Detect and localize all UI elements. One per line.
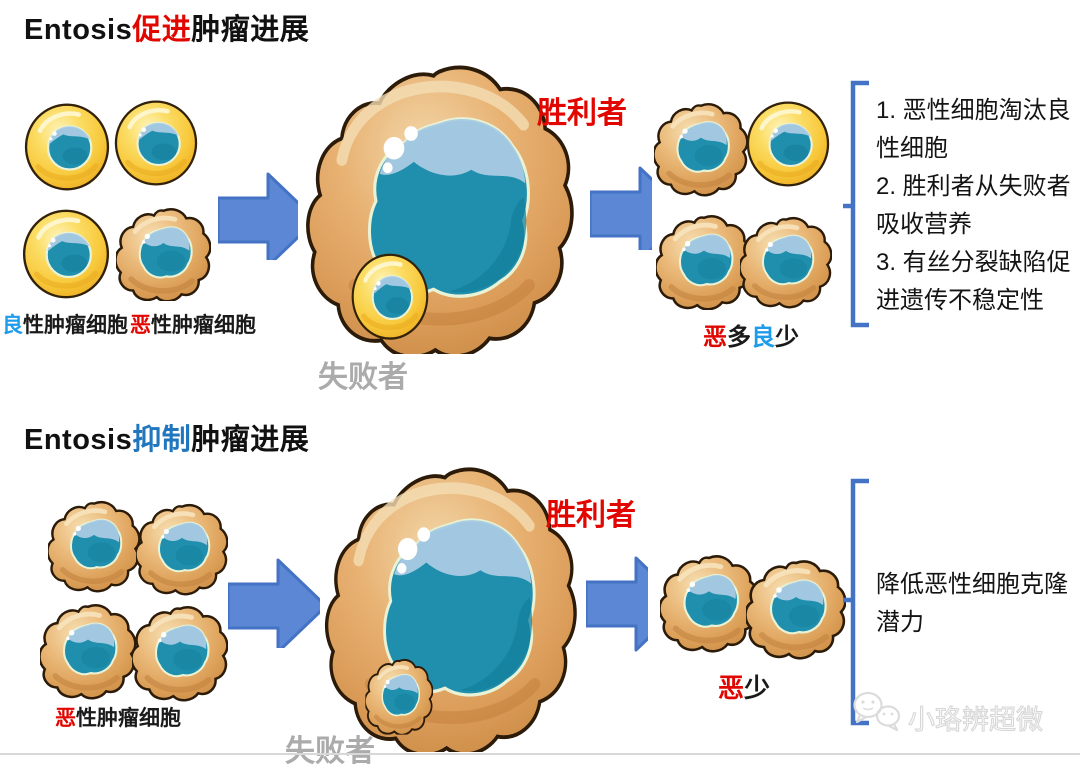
right-arrow-icon <box>228 558 320 648</box>
malignant-cell <box>656 212 752 310</box>
malignant-cell-label: 恶性肿瘤细胞 <box>55 702 181 732</box>
outcome-part: 恶 <box>703 324 727 351</box>
top-title-rest: 肿瘤进展 <box>191 14 310 46</box>
malignant-label-rest: 性肿瘤细胞 <box>76 707 181 730</box>
benign-cell <box>744 100 832 188</box>
malignant-cell <box>746 554 846 662</box>
malignant-cell <box>116 206 211 301</box>
outcome-part: 多 <box>727 324 751 351</box>
chat-bubbles-icon <box>853 691 901 732</box>
note-3: 3. 有丝分裂缺陷促进遗传不稳定性 <box>876 249 1071 314</box>
bottom-divider <box>0 753 1080 755</box>
right-arrow-icon <box>218 172 298 260</box>
benign-cell <box>20 208 112 300</box>
winner-cell-with-engulfed-benign <box>304 60 574 354</box>
right-arrow-icon <box>590 166 652 250</box>
right-arrow-icon <box>586 556 648 652</box>
watermark-text: 小珞辨超微 <box>908 705 1044 736</box>
malignant-cell <box>654 98 748 198</box>
malignant-cell <box>740 212 832 310</box>
bottom-title-highlight: 抑制 <box>132 424 192 456</box>
benign-cell-label: 良性肿瘤细胞 <box>2 309 128 339</box>
outcome-part: 良 <box>751 324 775 351</box>
malignant-label-rest: 性肿瘤细胞 <box>151 314 256 337</box>
outcome-part: 少 <box>775 324 799 351</box>
bracket-icon <box>843 80 869 328</box>
note-2: 2. 胜利者从失败者吸收营养 <box>876 173 1071 238</box>
outcome-part: 恶 <box>718 673 745 703</box>
malignant-cell-label: 恶性肿瘤细胞 <box>130 309 256 339</box>
winner-cell-with-engulfed-malignant <box>323 462 577 752</box>
bottom-note: 降低恶性细胞克隆潜力 <box>876 566 1080 642</box>
bracket-icon <box>843 478 869 726</box>
loser-label: 失败者 <box>318 361 408 394</box>
malignant-cell <box>136 498 228 598</box>
top-notes: 1. 恶性细胞淘汰良性细胞 2. 胜利者从失败者吸收营养 3. 有丝分裂缺陷促进… <box>876 92 1080 320</box>
top-title-en: Entosis <box>24 14 133 46</box>
winner-label: 胜利者 <box>537 97 627 130</box>
benign-label-rest: 性肿瘤细胞 <box>23 314 128 337</box>
outcome-part: 少 <box>744 673 771 703</box>
benign-char: 良 <box>2 314 23 337</box>
malignant-cell <box>40 598 136 702</box>
top-panel-title: Entosis促进肿瘤进展 <box>24 6 309 48</box>
malignant-cell <box>660 548 758 656</box>
loser-label: 失败者 <box>285 735 375 768</box>
malignant-char: 恶 <box>130 314 151 337</box>
winner-label: 胜利者 <box>546 499 636 532</box>
benign-cell <box>22 102 112 192</box>
malignant-char: 恶 <box>55 707 76 730</box>
top-title-highlight: 促进 <box>132 14 192 46</box>
benign-cell <box>112 99 200 187</box>
outcome-label: 恶少 <box>718 668 770 705</box>
outcome-label: 恶多良少 <box>703 317 799 352</box>
bottom-panel-title: Entosis抑制肿瘤进展 <box>24 416 309 458</box>
note-1: 降低恶性细胞克隆潜力 <box>876 571 1068 636</box>
bottom-title-rest: 肿瘤进展 <box>191 424 310 456</box>
malignant-cell <box>132 600 228 704</box>
note-1: 1. 恶性细胞淘汰良性细胞 <box>876 97 1071 162</box>
bottom-title-en: Entosis <box>24 424 133 456</box>
malignant-cell <box>48 496 140 594</box>
